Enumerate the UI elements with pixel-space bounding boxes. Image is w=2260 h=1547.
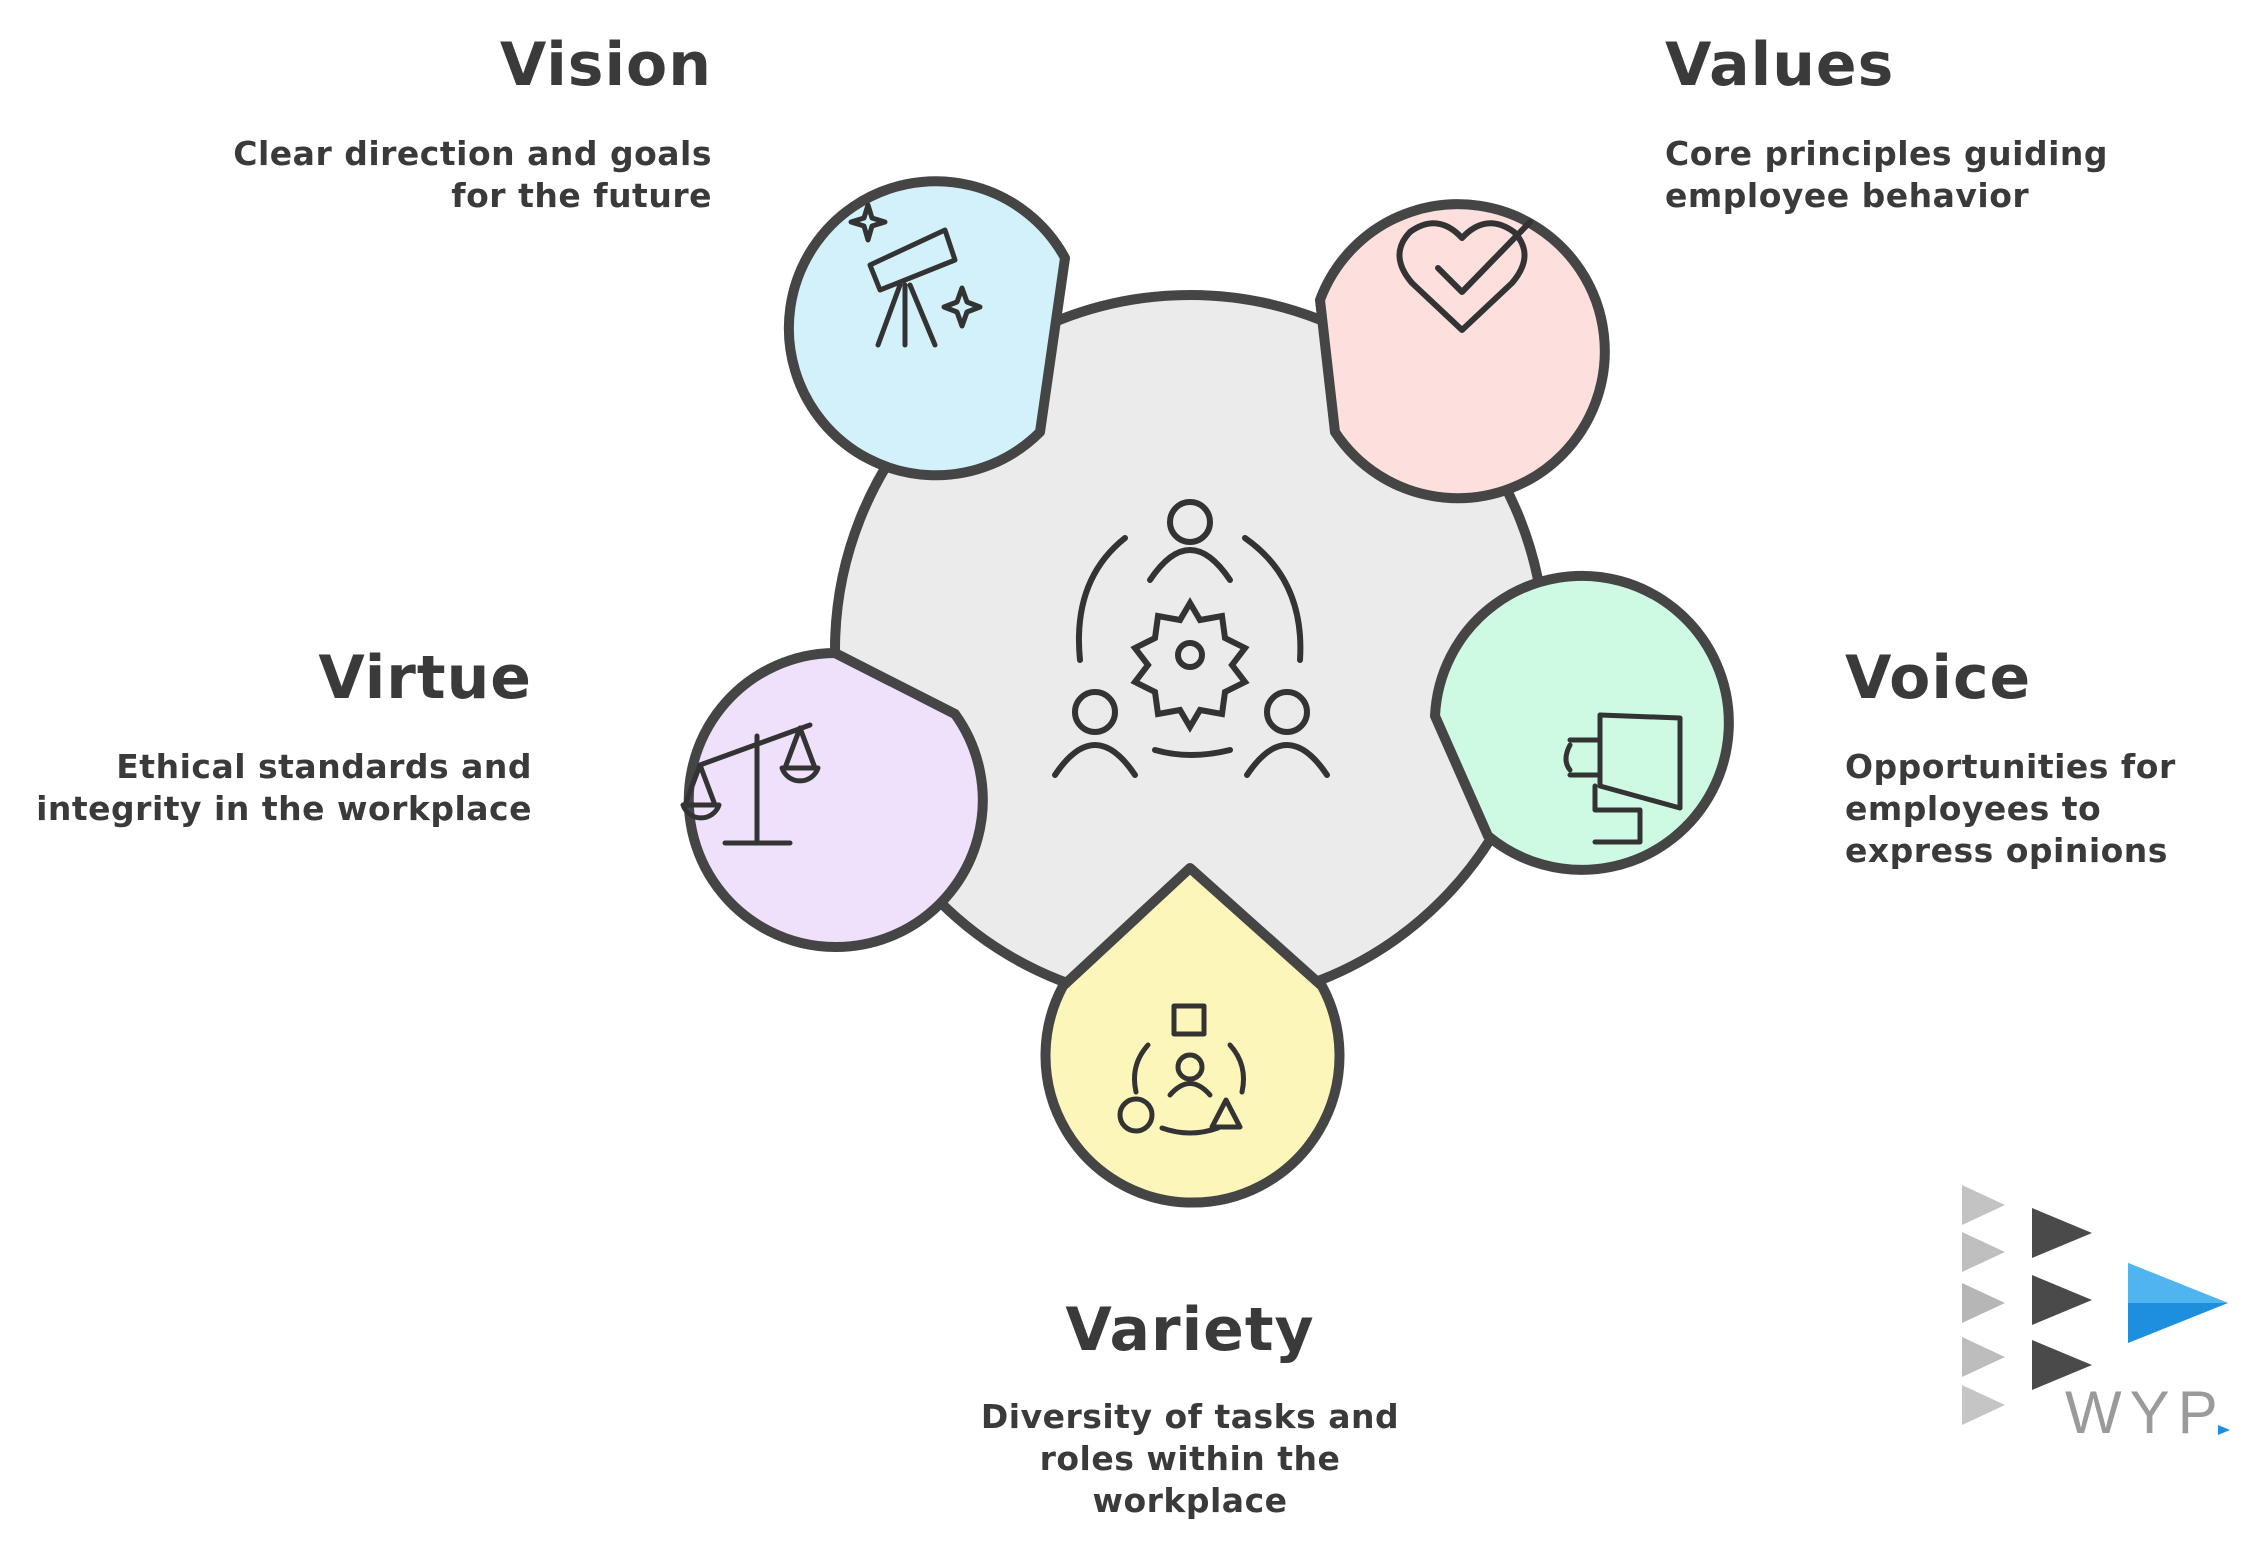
vision-label: Vision Clear direction and goals for the… bbox=[212, 35, 712, 217]
vision-title: Vision bbox=[499, 30, 712, 100]
variety-description: Diversity of tasks and roles within the … bbox=[980, 1397, 1400, 1520]
balance-scale-icon bbox=[680, 722, 821, 846]
voice-title: Voice bbox=[1845, 643, 2032, 713]
virtue-label: Virtue Ethical standards and integrity i… bbox=[0, 648, 532, 830]
voice-node bbox=[1430, 570, 1734, 875]
virtue-description: Ethical standards and integrity in the w… bbox=[36, 747, 532, 828]
voice-description: Opportunities for employees to express o… bbox=[1845, 747, 2176, 870]
virtue-node bbox=[680, 648, 988, 952]
values-title: Values bbox=[1665, 30, 1895, 100]
values-node bbox=[1315, 199, 1610, 504]
vision-description: Clear direction and goals for the future bbox=[233, 134, 712, 215]
heart-check-icon bbox=[1396, 219, 1533, 333]
vision-node bbox=[783, 176, 1070, 481]
shapes-person-icon bbox=[1117, 1003, 1246, 1136]
variety-node bbox=[1040, 863, 1345, 1208]
megaphone-icon bbox=[1563, 712, 1683, 845]
telescope-icon bbox=[848, 202, 983, 348]
voice-label: Voice Opportunities for employees to exp… bbox=[1845, 648, 2255, 872]
variety-title: Variety bbox=[1065, 1295, 1315, 1365]
team-collaboration-gear-icon bbox=[1052, 499, 1330, 778]
logo-text: WYP bbox=[2065, 1379, 2226, 1446]
values-description: Core principles guiding employee behavio… bbox=[1665, 134, 2109, 215]
variety-label: Variety Diversity of tasks and roles wit… bbox=[970, 1300, 1410, 1522]
wyp-logo: WYP bbox=[1962, 1185, 2230, 1446]
virtue-title: Virtue bbox=[318, 643, 532, 713]
values-label: Values Core principles guiding employee … bbox=[1665, 35, 2135, 217]
